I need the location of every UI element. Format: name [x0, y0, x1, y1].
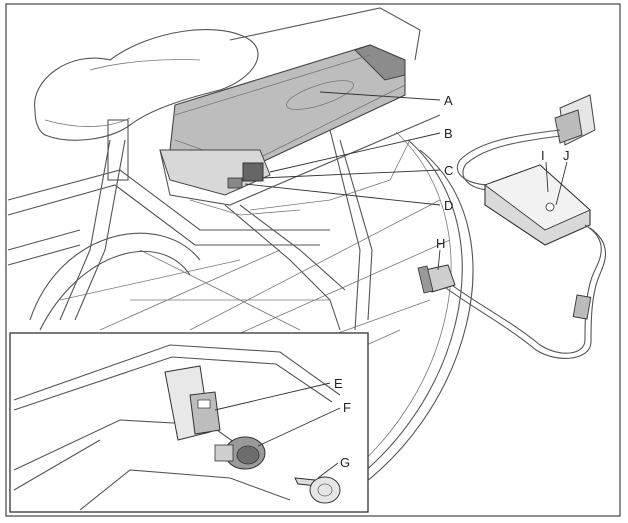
saddle	[34, 29, 259, 141]
battery-top-cap	[354, 44, 406, 81]
callout-i: I	[541, 148, 545, 163]
callout-j: J	[563, 148, 570, 163]
leader-lines	[214, 91, 568, 479]
callout-c: C	[444, 163, 453, 178]
callout-g: G	[340, 455, 350, 470]
callout-b: B	[444, 126, 453, 141]
callout-h: H	[436, 236, 445, 251]
battery-lock-cylinder	[242, 162, 264, 182]
detail-inset-illustration	[13, 344, 341, 511]
charger-led	[545, 202, 555, 212]
callout-d: D	[444, 198, 453, 213]
callout-e: E	[334, 376, 343, 391]
callout-a: A	[444, 93, 453, 108]
callout-labels: A B C D E F G H I J	[334, 93, 570, 470]
charger-illustration	[417, 94, 607, 359]
callout-f: F	[343, 400, 351, 415]
